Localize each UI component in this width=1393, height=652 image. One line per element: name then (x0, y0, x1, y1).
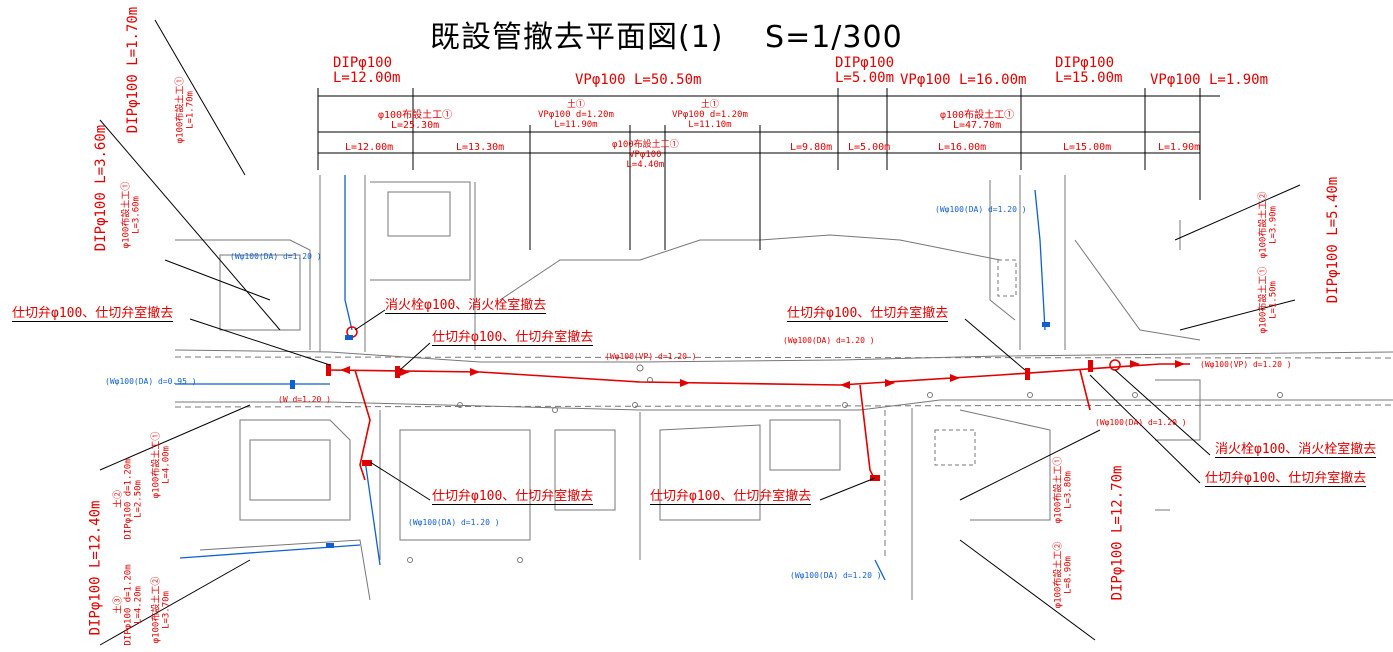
valve-symbol (395, 366, 400, 378)
road-centerline (174, 356, 1393, 359)
building (399, 429, 531, 541)
building (659, 424, 761, 521)
structure (934, 429, 976, 466)
building (239, 419, 351, 521)
parcel-line (199, 539, 371, 601)
boundary (499, 234, 1001, 301)
boundary (989, 180, 1016, 321)
building (769, 419, 841, 471)
valve-symbol (326, 364, 331, 376)
removal-branch (354, 369, 371, 481)
valve-symbol (362, 460, 372, 466)
removal-branch (859, 384, 876, 481)
building (249, 439, 331, 501)
building-outline (370, 181, 471, 281)
branch-pipe (1034, 189, 1046, 331)
callout-leaders (189, 309, 1211, 501)
valve-symbol (1025, 368, 1030, 380)
building (1155, 379, 1201, 441)
base-map (174, 175, 1393, 601)
dimension-lines (99, 19, 1301, 646)
building (554, 429, 616, 511)
branch-pipe (364, 459, 381, 566)
hydrant-icon (1109, 359, 1121, 371)
removal-branch (1079, 369, 1091, 411)
road-edge-north (174, 349, 1393, 363)
boundary (1074, 239, 1201, 341)
building (219, 254, 301, 331)
hydrant-symbols (346, 326, 1121, 371)
removal-arrows (326, 360, 1185, 481)
branch-pipe (874, 559, 886, 581)
building (387, 191, 451, 237)
road-edge-south (175, 399, 1393, 411)
building (959, 409, 1051, 521)
branch-pipe (344, 175, 353, 331)
parcel (175, 239, 311, 350)
structure (997, 259, 1017, 297)
drawing-title: 既設管撤去平面図(1) S=1/300 (430, 20, 903, 55)
road-edge-south-dashed (174, 404, 1393, 408)
existing-branch-pipes (175, 175, 1046, 581)
valve-symbol (1088, 360, 1093, 372)
removal-main-pipe (329, 363, 1190, 386)
blue-valve-markers (290, 322, 1050, 548)
